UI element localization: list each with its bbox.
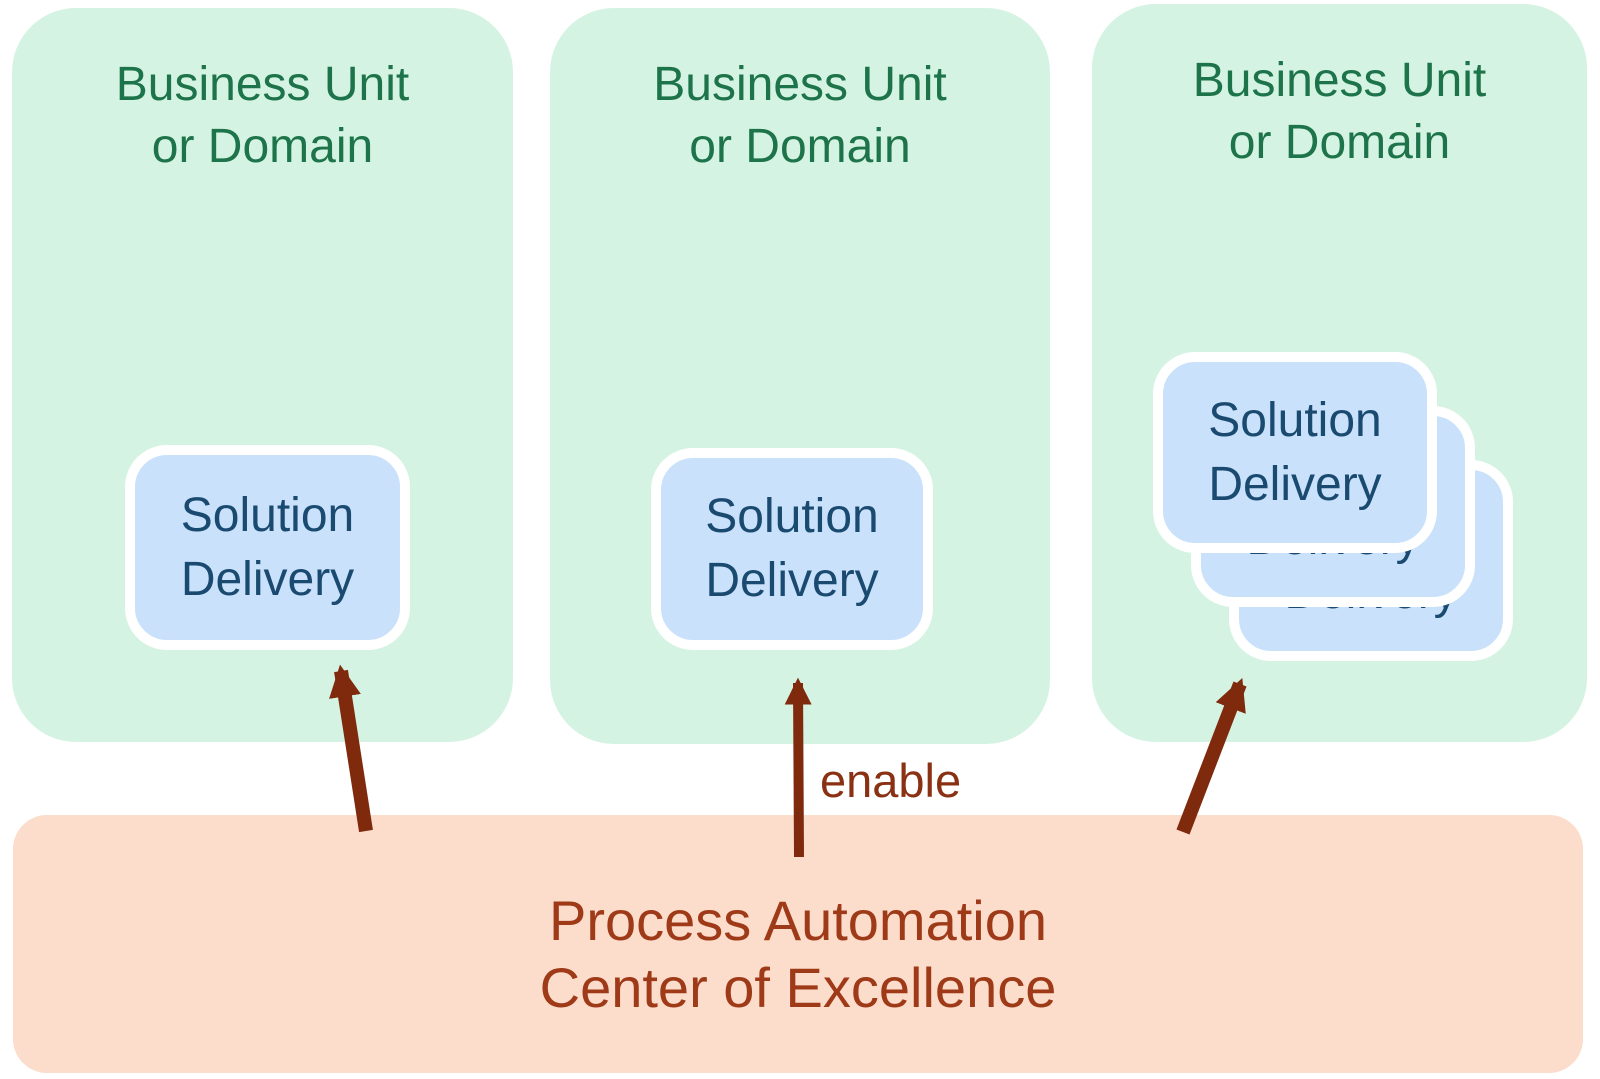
coe-bar: Process Automation Center of Excellence (13, 815, 1583, 1073)
business-unit-title-line2: or Domain (151, 120, 374, 173)
business-unit-title-line1: Business Unit (115, 58, 410, 111)
business-unit-title-line1: Business Unit (653, 58, 947, 111)
solution-delivery-box-unit1: Solution Delivery (125, 445, 410, 650)
solution-delivery-box-unit2: Solution Delivery (651, 448, 933, 650)
solution-delivery-line1: Solution (705, 490, 879, 543)
solution-delivery-line2: Delivery (180, 552, 355, 606)
solution-delivery-line2: Delivery (705, 554, 879, 607)
business-unit-card-2: Business Unit or Domain (550, 8, 1050, 744)
solution-delivery-box-unit3-front: Solution Delivery (1153, 352, 1437, 553)
coe-title-line1: Process Automation (548, 889, 1048, 952)
solution-delivery-line1: Solution (1208, 393, 1382, 447)
business-unit-title-line2: or Domain (1228, 116, 1451, 169)
business-unit-title-line1: Business Unit (1192, 54, 1487, 107)
business-unit-title-line2: or Domain (689, 120, 911, 173)
business-unit-title: Business Unit or Domain (12, 54, 513, 178)
coe-title: Process Automation Center of Excellence (13, 887, 1583, 1021)
business-unit-title: Business Unit or Domain (1092, 50, 1587, 174)
solution-delivery-line1: Solution (180, 488, 355, 542)
business-unit-title: Business Unit or Domain (550, 54, 1050, 178)
enable-label: enable (820, 754, 962, 807)
solution-delivery-line2: Delivery (1208, 457, 1382, 511)
coe-title-line2: Center of Excellence (539, 956, 1057, 1019)
